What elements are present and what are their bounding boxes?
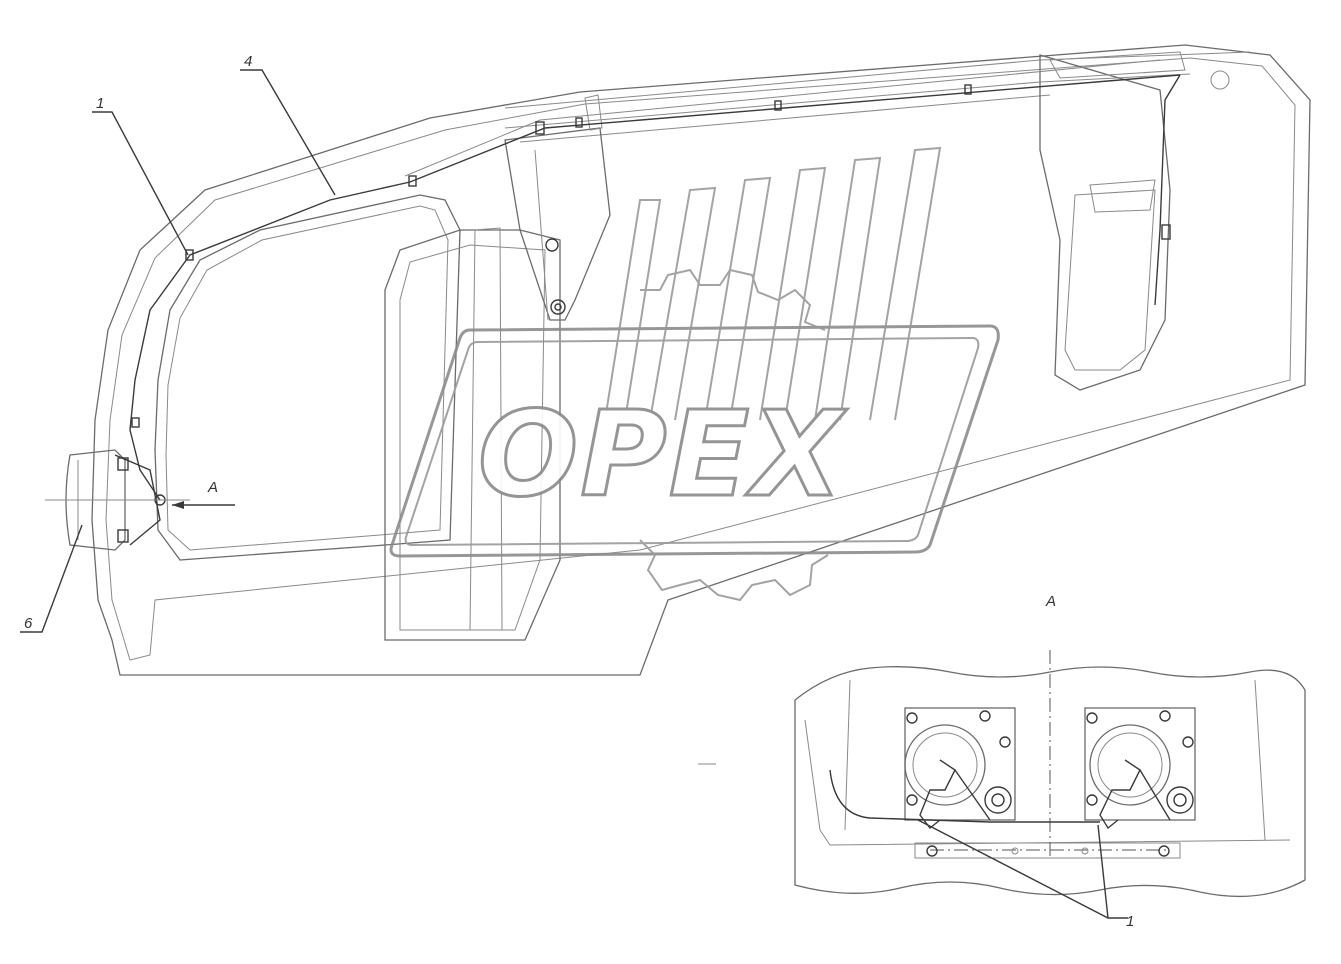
view-arrow-label: A	[207, 479, 218, 496]
detail-break-outline	[794, 666, 1306, 898]
watermark-text: OPEX	[478, 385, 847, 523]
handle-recess	[1039, 54, 1171, 391]
detail-view-title: A	[1045, 593, 1056, 610]
watermark-slats	[604, 146, 942, 421]
detail-lamp-left	[904, 707, 1016, 829]
window-opening	[154, 194, 461, 561]
wire-clamps	[131, 84, 1171, 428]
bracket	[504, 127, 611, 321]
panel-outer-contour	[91, 44, 1311, 676]
callout-6: 6	[24, 615, 33, 632]
panel-inner-contour	[105, 57, 1296, 661]
roof-panel-assembly	[45, 44, 1311, 676]
detail-view-a	[794, 650, 1306, 919]
detail-callout-1: 1	[1126, 913, 1134, 930]
watermark: OPEX	[389, 146, 1000, 602]
watermark-gear	[639, 268, 829, 602]
watermark-badge	[389, 324, 1000, 558]
wire-harness	[129, 74, 1181, 501]
work-light	[45, 449, 190, 551]
detail-lamp-right	[1084, 707, 1196, 830]
callout-1: 1	[96, 95, 104, 112]
leader-lines	[20, 69, 336, 633]
callout-4: 4	[244, 53, 252, 70]
